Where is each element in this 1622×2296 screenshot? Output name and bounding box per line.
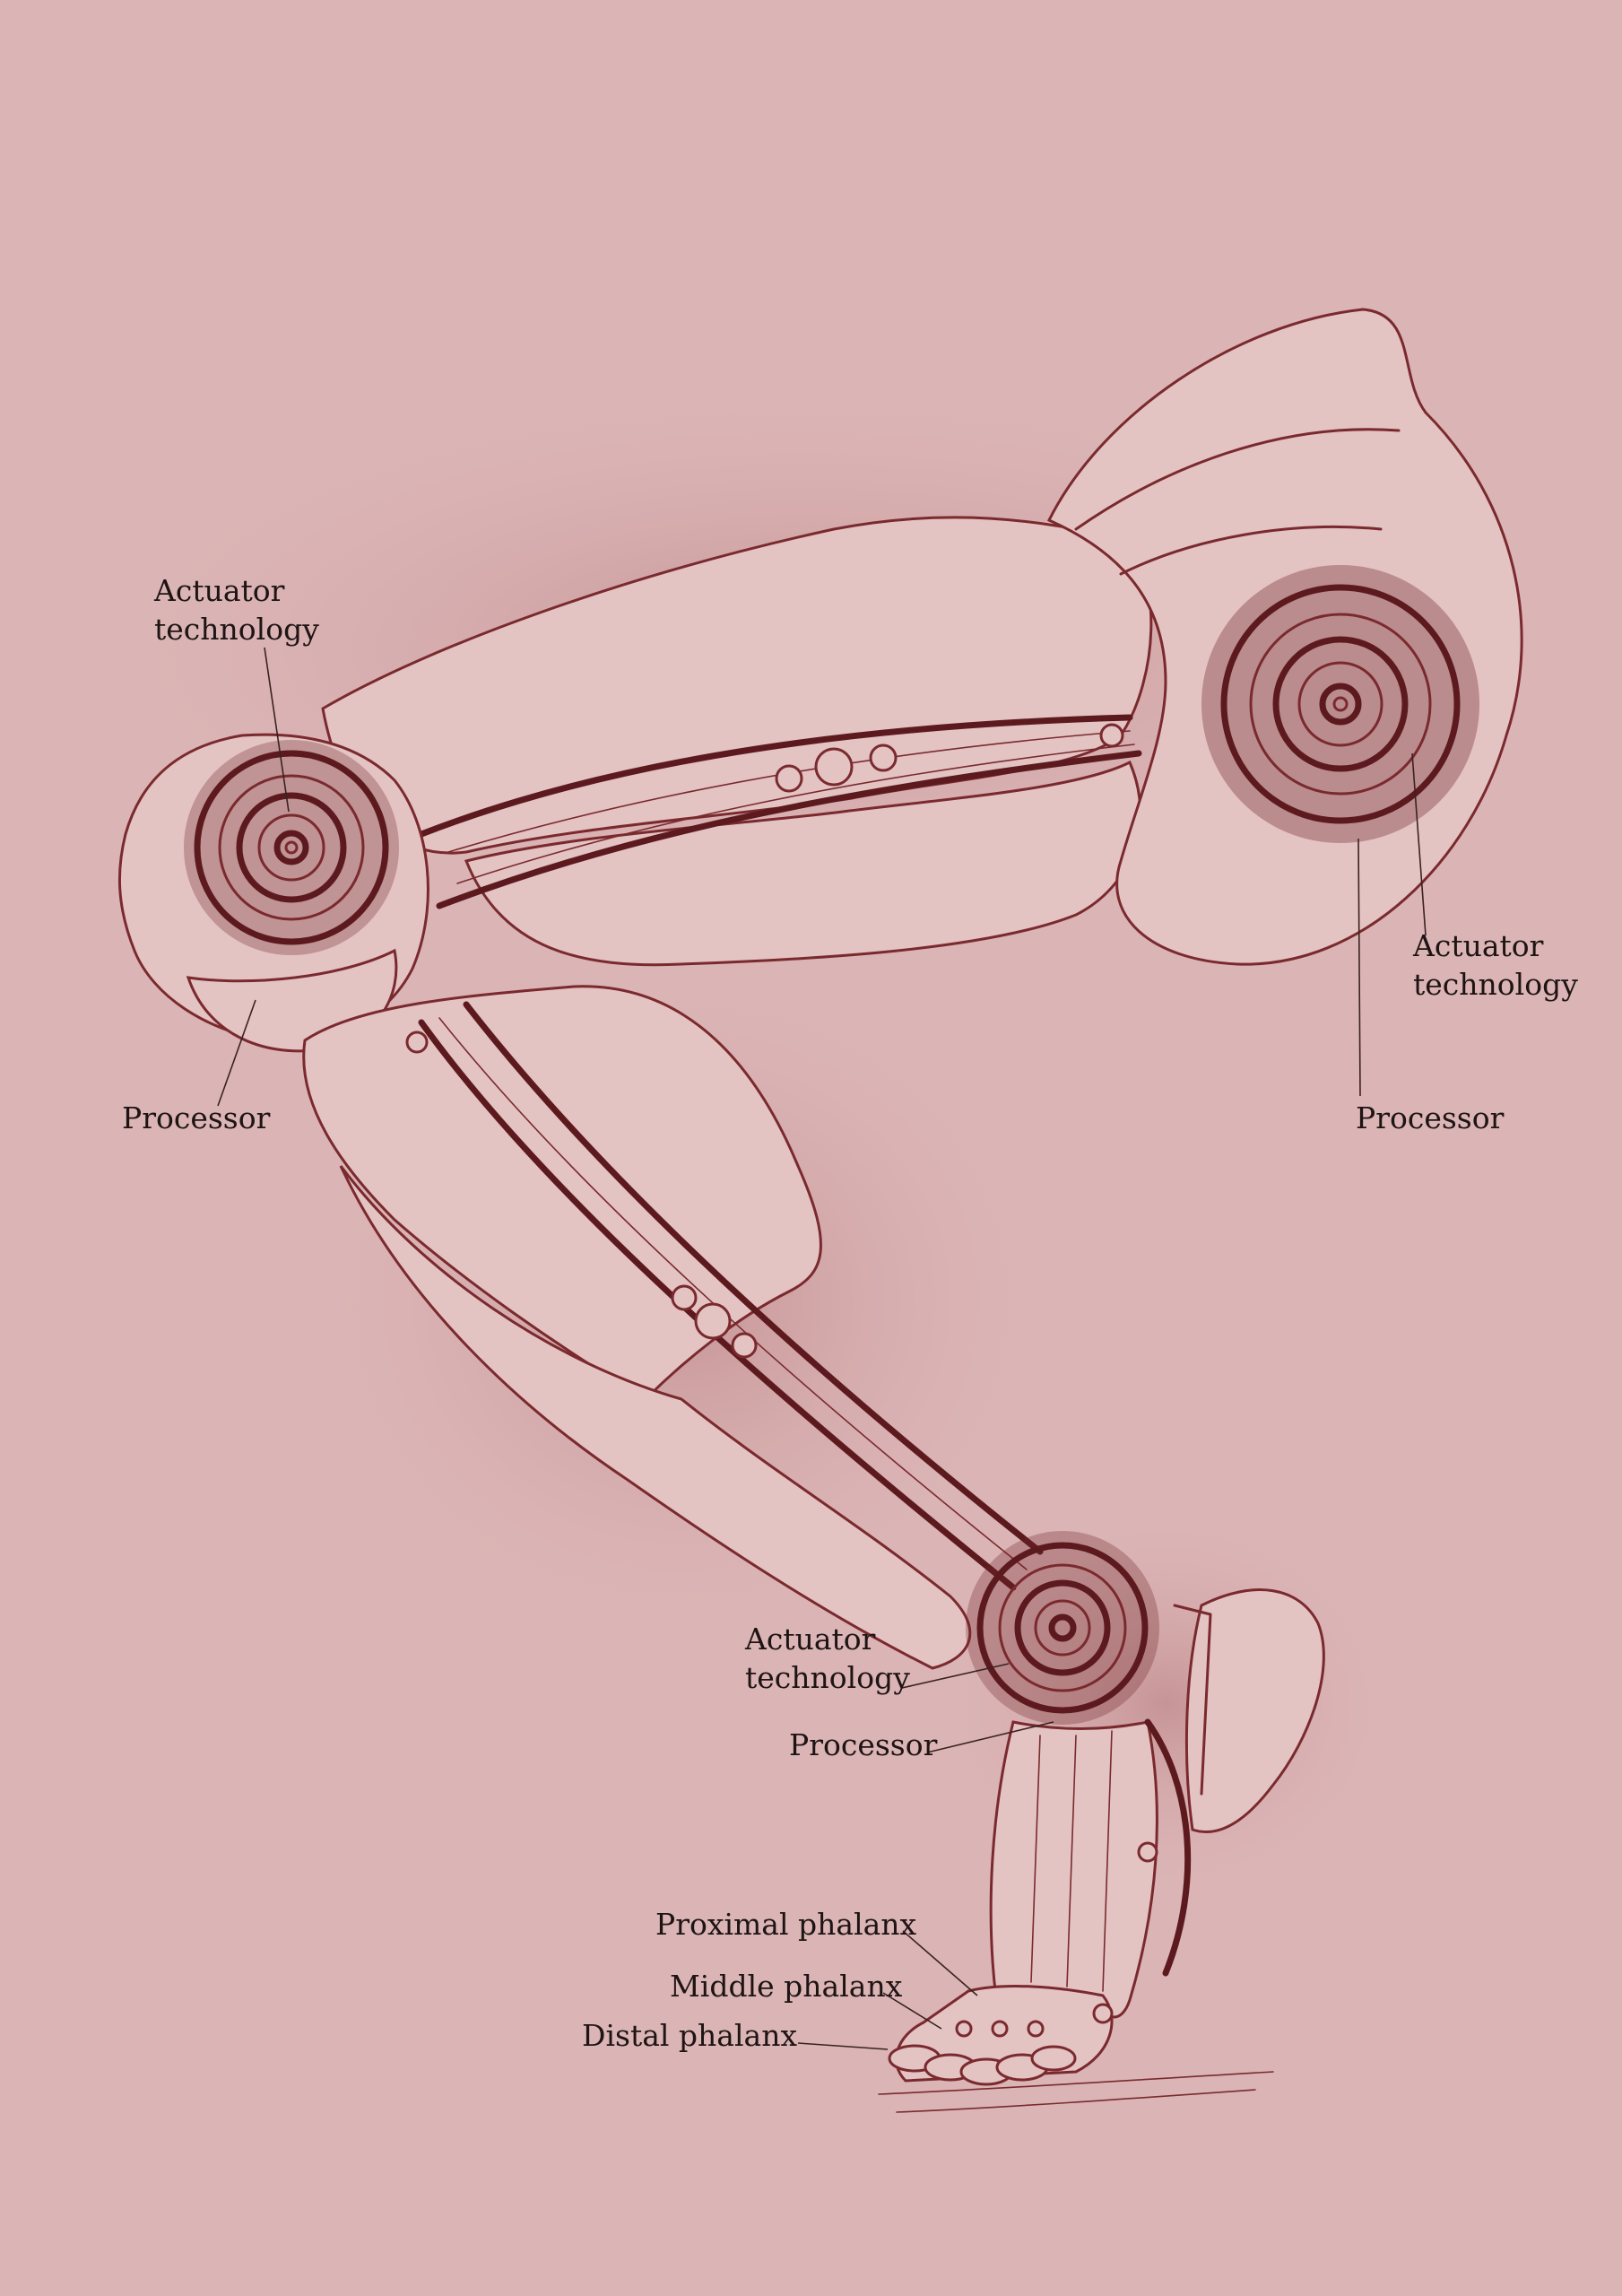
- thigh-segment: [321, 516, 1153, 967]
- label-line-2: technology: [1413, 967, 1578, 1002]
- label-proximal-phalanx: Proximal phalanx: [655, 1907, 917, 1942]
- ankle-housing: [1173, 1588, 1325, 1834]
- label-knee-actuator-technology: Actuator technology: [154, 571, 319, 648]
- leader-middle-phalanx: [882, 1992, 942, 2030]
- label-line-1: Actuator: [1413, 928, 1544, 963]
- label-knee-processor: Processor: [122, 1100, 271, 1135]
- knee-actuator: [184, 740, 399, 955]
- hip-actuator: [1201, 565, 1479, 843]
- label-line-2: technology: [154, 612, 319, 647]
- shin-segment: [302, 985, 1044, 1670]
- leader-ankle-processor: [926, 1721, 1054, 1753]
- toes: [878, 1985, 1274, 2113]
- foot-segment: [989, 1718, 1192, 2019]
- ankle-actuator: [966, 1531, 1159, 1725]
- label-middle-phalanx: Middle phalanx: [670, 1969, 903, 2004]
- leader-distal-phalanx: [797, 2042, 889, 2050]
- label-hip-actuator-technology: Actuator technology: [1413, 926, 1578, 1004]
- label-line-2: technology: [745, 1660, 910, 1695]
- label-distal-phalanx: Distal phalanx: [582, 2018, 798, 2053]
- label-line-1: Actuator: [154, 573, 285, 608]
- label-hip-processor: Processor: [1356, 1100, 1505, 1135]
- leader-hip-processor: [1357, 838, 1361, 1097]
- leader-ankle-actuator: [901, 1663, 1010, 1689]
- leader-lines: [217, 647, 1427, 2050]
- label-line-1: Actuator: [745, 1622, 876, 1657]
- leader-proximal-phalanx: [902, 1930, 978, 1996]
- leader-knee-processor: [217, 999, 256, 1107]
- label-ankle-actuator-technology: Actuator technology: [745, 1620, 910, 1697]
- label-ankle-processor: Processor: [789, 1727, 938, 1762]
- leader-hip-actuator: [1411, 752, 1427, 936]
- leader-knee-actuator: [264, 647, 290, 813]
